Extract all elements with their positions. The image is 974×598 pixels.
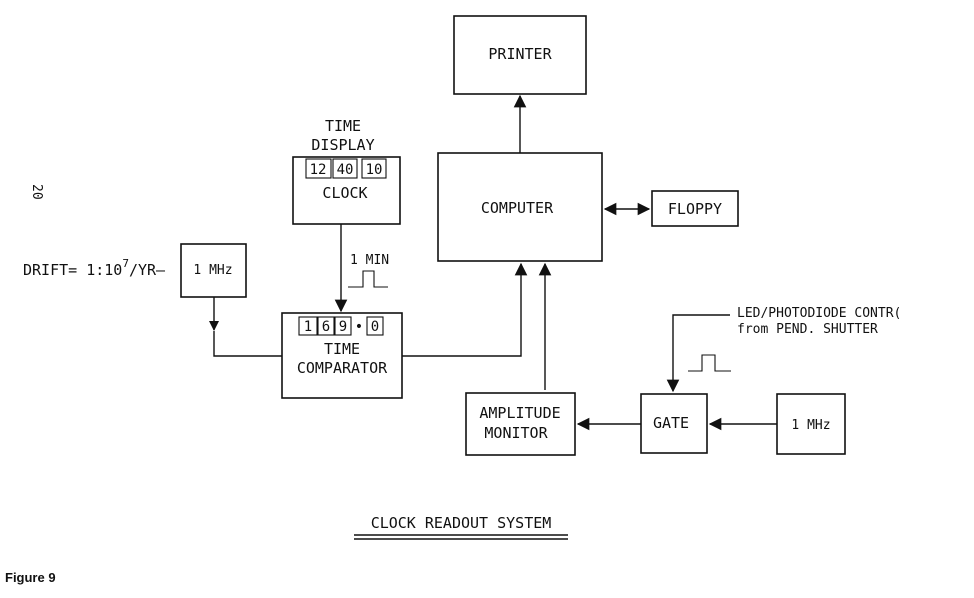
oscillator-left-arrow xyxy=(209,321,219,331)
computer-block: COMPUTER xyxy=(437,152,603,262)
clock-digit-minutes: 40 xyxy=(337,162,354,178)
comparator-digit-2: 6 xyxy=(322,319,330,335)
led-control-line xyxy=(666,314,730,393)
time-display-label-2: DISPLAY xyxy=(311,136,374,154)
gate-label: GATE xyxy=(653,414,689,432)
comparator-label-1: TIME xyxy=(324,340,360,358)
comparator-digit-3: 9 xyxy=(339,319,347,335)
drift-label: DRIFT= 1:107/YR— xyxy=(23,257,166,279)
printer-block: PRINTER xyxy=(453,15,587,95)
computer-label: COMPUTER xyxy=(481,199,554,217)
oscillator-left-block: 1 MHz xyxy=(180,243,247,298)
floppy-block: FLOPPY xyxy=(651,190,739,227)
oscillator-to-comparator-line xyxy=(213,331,282,357)
printer-label: PRINTER xyxy=(488,45,552,63)
one-min-label: 1 MIN xyxy=(350,253,389,268)
time-comparator-block: 1 6 9 • 0 TIME COMPARATOR xyxy=(281,312,403,399)
diagram-title: CLOCK READOUT SYSTEM xyxy=(371,514,552,532)
comparator-to-computer-line xyxy=(402,262,528,357)
amplitude-label-2: MONITOR xyxy=(484,424,548,442)
clock-label: CLOCK xyxy=(322,184,367,202)
comparator-label-2: COMPARATOR xyxy=(297,359,388,377)
led-control-label-2: from PEND. SHUTTER xyxy=(737,322,878,337)
oscillator-left-label: 1 MHz xyxy=(193,263,232,278)
gate-pulse-icon xyxy=(688,354,731,372)
clock-block: 12 40 10 CLOCK xyxy=(292,156,401,225)
gate-block: GATE xyxy=(640,393,708,454)
one-min-pulse-icon xyxy=(348,270,388,288)
oscillator-right-label: 1 MHz xyxy=(791,418,830,433)
figure-label: Figure 9 xyxy=(5,570,56,585)
oscillator-right-block: 1 MHz xyxy=(776,393,846,455)
amplitude-monitor-block: AMPLITUDE MONITOR xyxy=(465,392,576,456)
clock-digit-seconds: 10 xyxy=(366,162,383,178)
led-control-label-1: LED/PHOTODIODE CONTR( xyxy=(737,306,901,321)
comparator-digit-4: 0 xyxy=(371,319,379,335)
comparator-digit-dot: • xyxy=(355,319,363,335)
clock-digit-hours: 12 xyxy=(310,162,327,178)
floppy-label: FLOPPY xyxy=(668,200,722,218)
amplitude-label-1: AMPLITUDE xyxy=(479,404,560,422)
time-display-label-1: TIME xyxy=(325,117,361,135)
page-number: 20 xyxy=(29,184,44,200)
comparator-digit-1: 1 xyxy=(304,319,312,335)
